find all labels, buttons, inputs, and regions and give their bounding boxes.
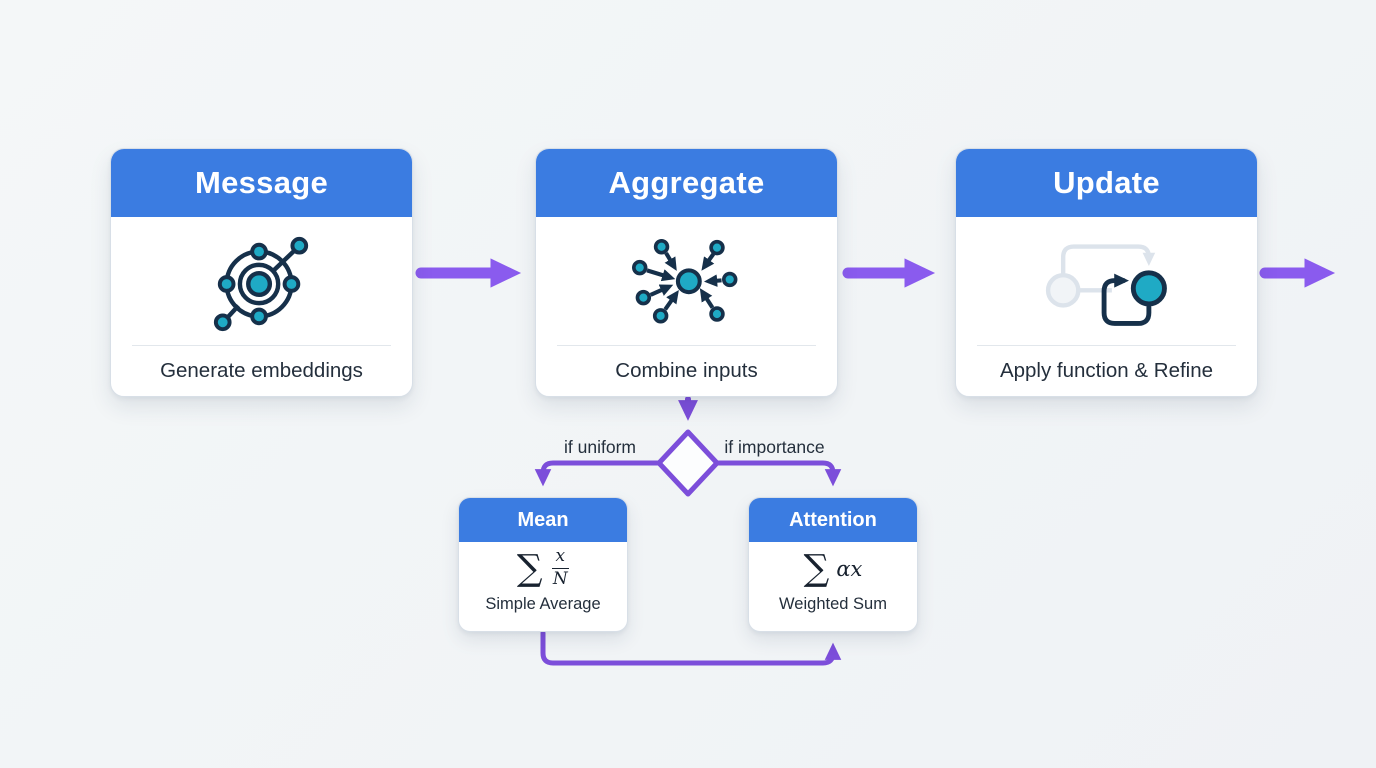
icon-zone-aggregate bbox=[623, 217, 751, 345]
branch-header-mean: Mean bbox=[459, 498, 627, 542]
icon-zone-update bbox=[1032, 217, 1182, 345]
fraction: x N bbox=[551, 547, 570, 589]
stage-card-message: Message Generate embeddi bbox=[110, 148, 413, 397]
branch-title-mean: Mean bbox=[517, 508, 569, 531]
branch-card-attention: Attention ∑ αx Weighted Sum bbox=[748, 497, 918, 632]
decision-label-if-importance: if importance bbox=[724, 437, 825, 457]
divider bbox=[132, 345, 391, 346]
fraction-numerator: x bbox=[551, 547, 570, 569]
stage-card-update: Update bbox=[955, 148, 1258, 397]
formula-zone-attention: ∑ αx bbox=[749, 542, 917, 595]
stage-header-message: Message bbox=[111, 149, 412, 217]
stage-header-update: Update bbox=[956, 149, 1257, 217]
stage-caption-message: Generate embeddings bbox=[160, 359, 363, 382]
branch-header-attention: Attention bbox=[749, 498, 917, 542]
sigma-symbol: ∑ bbox=[803, 547, 830, 589]
divider bbox=[557, 345, 816, 346]
divider bbox=[977, 345, 1236, 346]
stage-title-message: Message bbox=[194, 165, 329, 200]
connector-diamond-to-mean bbox=[534, 460, 663, 487]
sigma-symbol: ∑ bbox=[516, 547, 543, 589]
stage-caption-aggregate: Combine inputs bbox=[615, 359, 758, 382]
converging-arrows-icon bbox=[631, 239, 737, 324]
refresh-loop-icon bbox=[1045, 244, 1167, 326]
branch-title-attention: Attention bbox=[789, 508, 877, 531]
weighted-expression: αx bbox=[836, 556, 863, 581]
stage-caption-update: Apply function & Refine bbox=[999, 359, 1214, 382]
branch-caption-attention: Weighted Sum bbox=[779, 595, 887, 613]
stage-card-aggregate: Aggregate bbox=[535, 148, 838, 397]
stage-body-update: Apply function & Refine bbox=[956, 217, 1257, 396]
stage-body-message: Generate embeddings bbox=[111, 217, 412, 396]
mean-formula: ∑ x N bbox=[516, 547, 570, 589]
stage-body-aggregate: Combine inputs bbox=[536, 217, 837, 396]
fraction-denominator: N bbox=[552, 569, 568, 589]
decision-label-if-uniform: if uniform bbox=[564, 437, 636, 457]
atom-network-icon bbox=[213, 236, 308, 332]
connector-diamond-to-attention bbox=[713, 460, 842, 487]
branch-caption-mean: Simple Average bbox=[485, 595, 601, 613]
formula-zone-mean: ∑ x N bbox=[459, 542, 627, 595]
branch-card-mean: Mean ∑ x N Simple Average bbox=[458, 497, 628, 632]
icon-zone-message bbox=[206, 217, 318, 345]
connector-mean-to-attention-loop bbox=[540, 630, 842, 666]
stage-title-aggregate: Aggregate bbox=[608, 165, 765, 200]
stage-title-update: Update bbox=[1053, 165, 1160, 200]
stage-header-aggregate: Aggregate bbox=[536, 149, 837, 217]
attention-formula: ∑ αx bbox=[803, 547, 863, 589]
